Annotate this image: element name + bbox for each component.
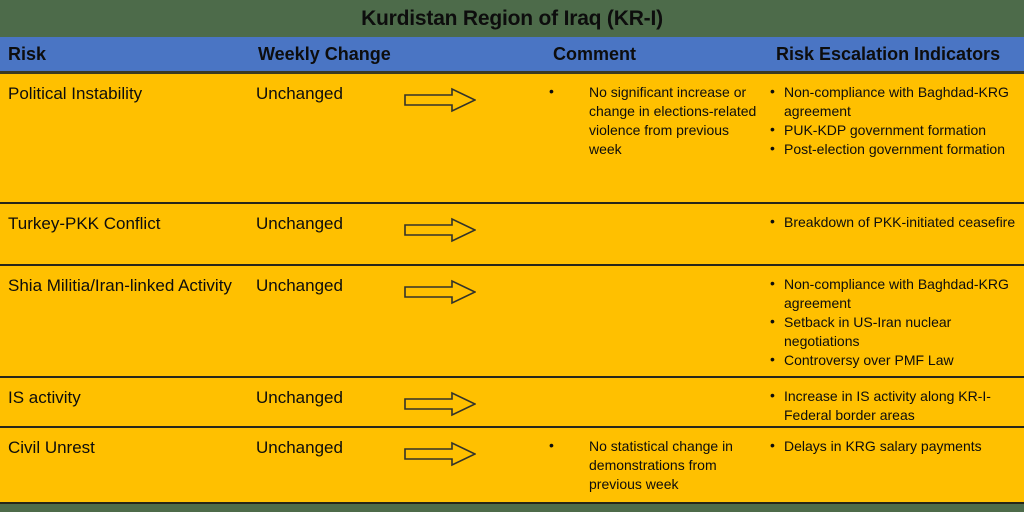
list-item: • Post-election government formation — [770, 140, 1022, 159]
list-item: • Controversy over PMF Law — [770, 351, 1022, 370]
table-body: Political Instability Unchanged • No sign… — [0, 74, 1024, 504]
bullet-glyph: • — [770, 140, 775, 156]
list-item: • Non-compliance with Baghdad-KRG agreeme… — [770, 83, 1022, 121]
indicator-text: Controversy over PMF Law — [784, 352, 954, 368]
risk-name: Civil Unrest — [8, 438, 95, 457]
cell-risk-escalation-indicators: • Breakdown of PKK-initiated ceasefire — [770, 204, 1022, 232]
table-row: IS activity Unchanged • Increase in IS ac… — [0, 378, 1024, 428]
weekly-change-value: Unchanged — [256, 276, 343, 295]
indicator-text: Non-compliance with Baghdad-KRG agreemen… — [784, 276, 1009, 311]
indicator-list: • Delays in KRG salary payments — [770, 437, 1022, 456]
column-header-weekly-change: Weekly Change — [258, 43, 391, 64]
list-item: • Non-compliance with Baghdad-KRG agreeme… — [770, 275, 1022, 313]
comment-text: No significant increase or change in ele… — [589, 84, 757, 157]
slide-bottom-band — [0, 504, 1024, 512]
list-item: • No statistical change in demonstrations… — [545, 437, 765, 494]
indicator-text: Breakdown of PKK-initiated ceasefire — [784, 214, 1016, 230]
cell-risk-escalation-indicators: • Non-compliance with Baghdad-KRG agreeme… — [770, 74, 1022, 159]
bullet-glyph: • — [770, 83, 775, 99]
right-arrow-outline-icon — [404, 217, 476, 243]
indicator-text: PUK-KDP government formation — [784, 122, 987, 138]
table-row: Civil Unrest Unchanged • No statistical c… — [0, 428, 1024, 504]
bullet-glyph: • — [770, 121, 775, 137]
cell-weekly-change: Unchanged — [256, 428, 396, 459]
weekly-change-value: Unchanged — [256, 388, 343, 407]
cell-risk: Political Instability — [8, 74, 244, 105]
cell-trend-arrow — [404, 428, 514, 467]
indicator-text: Setback in US-Iran nuclear negotiations — [784, 314, 952, 349]
weekly-change-value: Unchanged — [256, 214, 343, 233]
cell-risk: Civil Unrest — [8, 428, 244, 459]
cell-trend-arrow — [404, 378, 514, 417]
cell-trend-arrow — [404, 266, 514, 305]
comment-list: • No significant increase or change in el… — [545, 83, 765, 159]
indicator-text: Increase in IS activity along KR-I-Feder… — [784, 388, 991, 423]
list-item: • No significant increase or change in el… — [545, 83, 765, 159]
column-header-comment: Comment — [553, 43, 637, 64]
column-header-risk-escalation-indicators: Risk Escalation Indicators — [776, 43, 1001, 64]
table-row: Political Instability Unchanged • No sign… — [0, 74, 1024, 204]
list-item: • Delays in KRG salary payments — [770, 437, 1022, 456]
cell-risk: Shia Militia/Iran-linked Activity — [8, 266, 244, 297]
list-item: • Increase in IS activity along KR-I-Fede… — [770, 387, 1022, 425]
risk-name: Political Instability — [8, 84, 143, 103]
cell-comment: • No statistical change in demonstrations… — [545, 428, 765, 494]
risk-name: IS activity — [8, 388, 81, 407]
bullet-glyph: • — [770, 213, 775, 229]
right-arrow-outline-icon — [404, 391, 476, 417]
list-item: • Breakdown of PKK-initiated ceasefire — [770, 213, 1022, 232]
cell-weekly-change: Unchanged — [256, 74, 396, 105]
cell-risk-escalation-indicators: • Increase in IS activity along KR-I-Fede… — [770, 378, 1022, 425]
cell-comment — [545, 266, 765, 275]
list-item: • PUK-KDP government formation — [770, 121, 1022, 140]
cell-comment: • No significant increase or change in el… — [545, 74, 765, 159]
cell-trend-arrow — [404, 74, 514, 113]
cell-risk: Turkey-PKK Conflict — [8, 204, 244, 235]
bullet-glyph: • — [549, 83, 554, 99]
weekly-change-value: Unchanged — [256, 84, 343, 103]
cell-weekly-change: Unchanged — [256, 266, 396, 297]
indicator-list: • Breakdown of PKK-initiated ceasefire — [770, 213, 1022, 232]
list-item: • Setback in US-Iran nuclear negotiations — [770, 313, 1022, 351]
bullet-glyph: • — [770, 387, 775, 403]
cell-weekly-change: Unchanged — [256, 378, 396, 409]
bullet-glyph: • — [770, 437, 775, 453]
weekly-change-value: Unchanged — [256, 438, 343, 457]
bullet-glyph: • — [770, 351, 775, 367]
comment-text: No statistical change in demonstrations … — [589, 438, 733, 492]
cell-risk-escalation-indicators: • Delays in KRG salary payments — [770, 428, 1022, 456]
risk-name: Shia Militia/Iran-linked Activity — [8, 276, 232, 295]
table-row: Shia Militia/Iran-linked Activity Unchan… — [0, 266, 1024, 378]
indicator-text: Non-compliance with Baghdad-KRG agreemen… — [784, 84, 1009, 119]
cell-weekly-change: Unchanged — [256, 204, 396, 235]
indicator-list: • Increase in IS activity along KR-I-Fede… — [770, 387, 1022, 425]
table-header-row: Risk Weekly Change Comment Risk Escalati… — [0, 37, 1024, 74]
indicator-text: Post-election government formation — [784, 141, 1005, 157]
indicator-list: • Non-compliance with Baghdad-KRG agreeme… — [770, 275, 1022, 370]
right-arrow-outline-icon — [404, 87, 476, 113]
right-arrow-outline-icon — [404, 279, 476, 305]
comment-list: • No statistical change in demonstrations… — [545, 437, 765, 494]
cell-comment — [545, 204, 765, 213]
column-header-risk: Risk — [8, 43, 47, 64]
indicator-text: Delays in KRG salary payments — [784, 438, 982, 454]
cell-risk-escalation-indicators: • Non-compliance with Baghdad-KRG agreeme… — [770, 266, 1022, 370]
table-row: Turkey-PKK Conflict Unchanged • Breakdown… — [0, 204, 1024, 266]
cell-trend-arrow — [404, 204, 514, 243]
cell-risk: IS activity — [8, 378, 244, 409]
right-arrow-outline-icon — [404, 441, 476, 467]
bullet-glyph: • — [549, 437, 554, 453]
indicator-list: • Non-compliance with Baghdad-KRG agreeme… — [770, 83, 1022, 159]
cell-comment — [545, 378, 765, 387]
bullet-glyph: • — [770, 313, 775, 329]
risk-name: Turkey-PKK Conflict — [8, 214, 161, 233]
bullet-glyph: • — [770, 275, 775, 291]
page-title: Kurdistan Region of Iraq (KR-I) — [361, 6, 663, 30]
slide-title-band: Kurdistan Region of Iraq (KR-I) — [0, 0, 1024, 37]
